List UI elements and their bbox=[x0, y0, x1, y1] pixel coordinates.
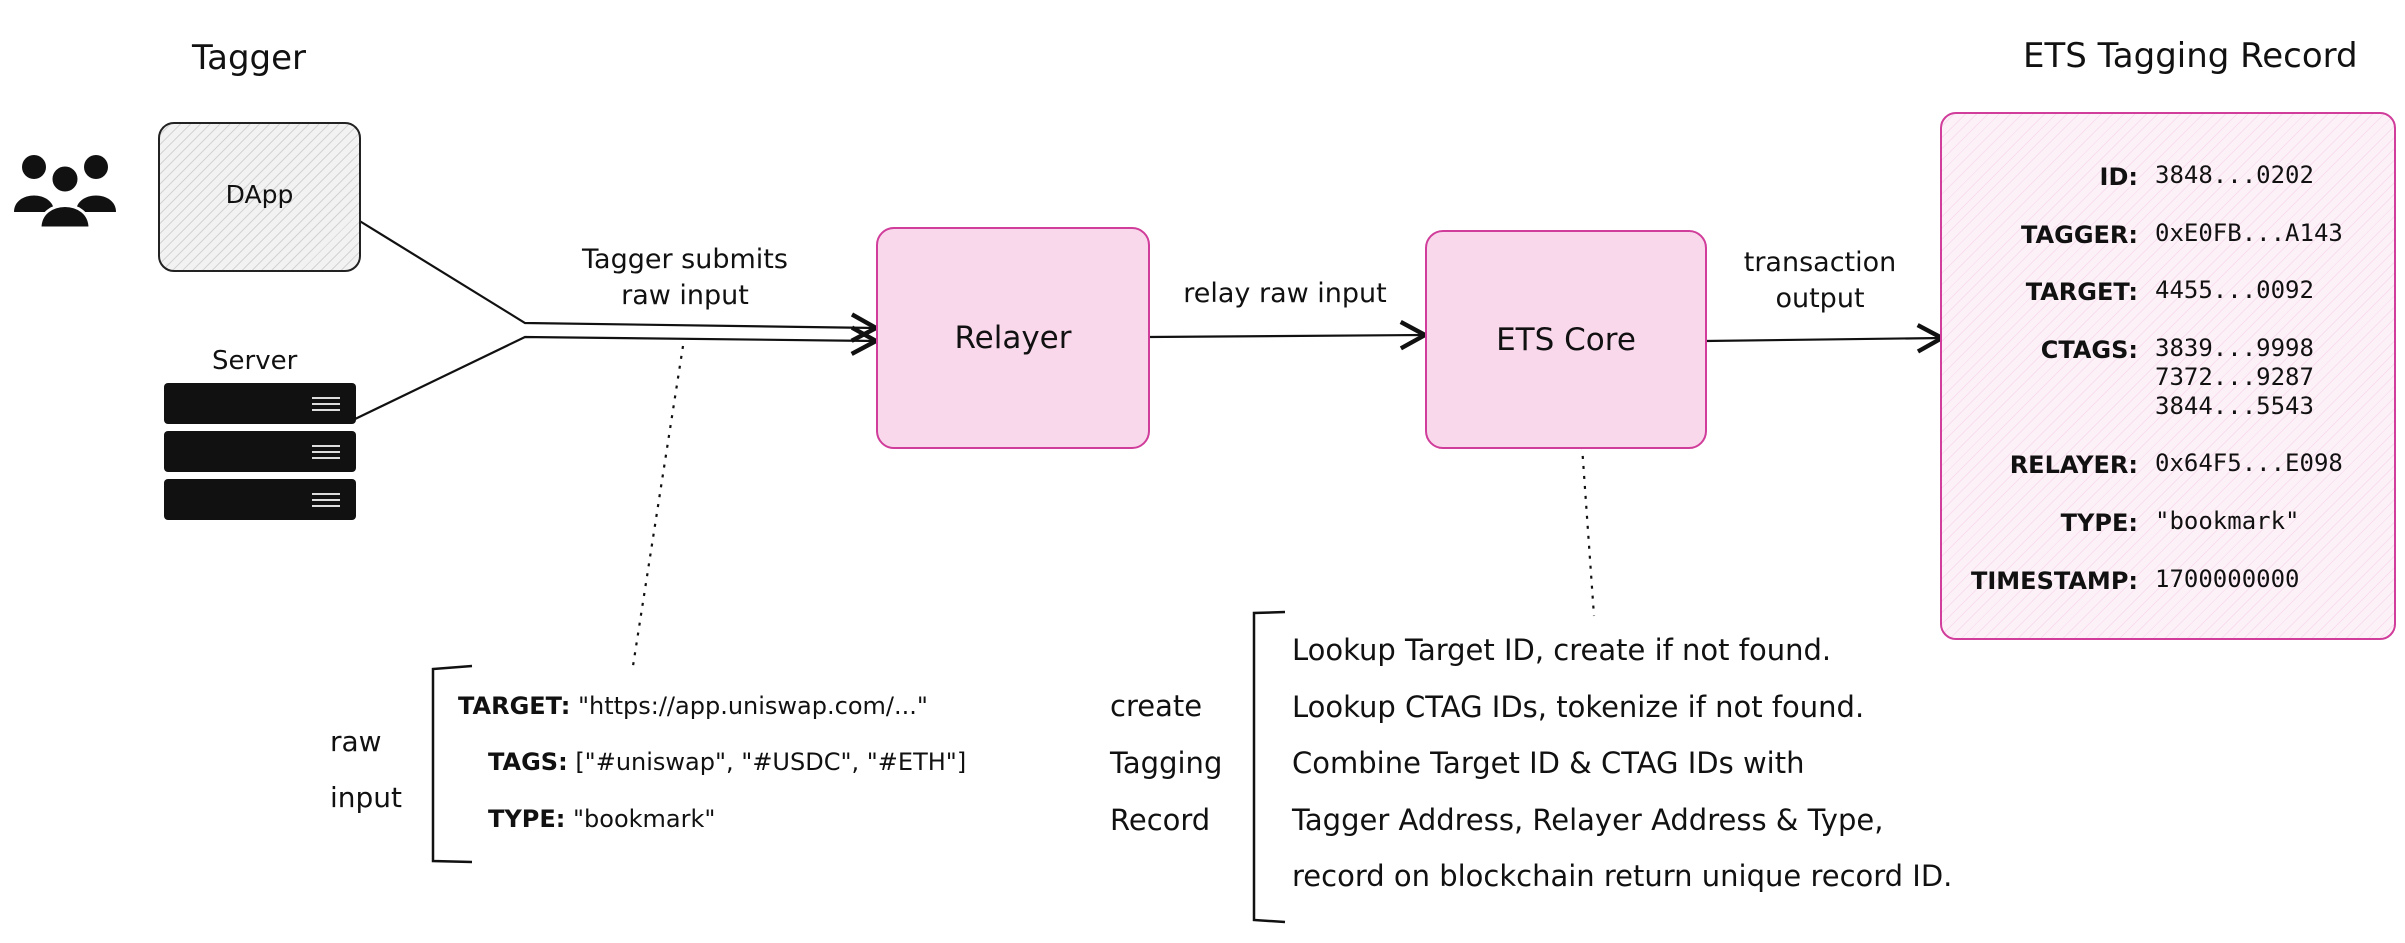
create-record-label-line3: Record bbox=[1110, 803, 1211, 837]
create-record-label-line1: create bbox=[1110, 689, 1203, 723]
raw-input-label: raw input bbox=[330, 714, 402, 826]
record-value-tagger: 0xE0FB...A143 bbox=[2155, 219, 2343, 247]
raw-input-label-line2: input bbox=[330, 781, 403, 814]
record-value-id: 3848...0202 bbox=[2155, 161, 2314, 189]
create-record-step: Lookup CTAG IDs, tokenize if not found. bbox=[1292, 690, 1865, 724]
create-record-label-line2: Tagging bbox=[1110, 746, 1223, 780]
submit-edge-label-line1: Tagger submits bbox=[582, 244, 788, 275]
record-value-target: 4455...0092 bbox=[2155, 276, 2314, 304]
raw-input-bracket bbox=[431, 664, 473, 864]
create-record-label: create Tagging Record bbox=[1110, 678, 1222, 849]
create-record-step: record on blockchain return unique recor… bbox=[1292, 859, 1953, 893]
server-to-relayer-line bbox=[352, 337, 876, 421]
tagging-record-card: ID: 3848...0202 TAGGER: 0xE0FB...A143 TA… bbox=[1940, 112, 2396, 640]
create-record-step: Combine Target ID & CTAG IDs with bbox=[1292, 746, 1805, 780]
raw-input-value: ["#uniswap", "#USDC", "#ETH"] bbox=[575, 748, 967, 776]
raw-input-value: "bookmark" bbox=[572, 805, 716, 833]
relayer-to-core-line bbox=[1147, 335, 1425, 337]
relayer-node: Relayer bbox=[876, 227, 1150, 449]
raw-input-label-line1: raw bbox=[330, 725, 382, 758]
record-value-type: "bookmark" bbox=[2155, 507, 2300, 535]
record-key-target: TARGET: bbox=[2025, 278, 2138, 306]
raw-input-callout bbox=[631, 345, 685, 667]
create-record-step: Tagger Address, Relayer Address & Type, bbox=[1292, 803, 1884, 837]
users-icon bbox=[14, 155, 116, 228]
submit-edge-label: Tagger submits raw input bbox=[560, 242, 810, 314]
submit-edge-label-line2: raw input bbox=[621, 280, 749, 311]
record-key-ctags: CTAGS: bbox=[2040, 336, 2138, 364]
record-key-type: TYPE: bbox=[2060, 509, 2138, 537]
record-heading: ETS Tagging Record bbox=[2023, 36, 2358, 76]
create-record-step: Lookup Target ID, create if not found. bbox=[1292, 633, 1832, 667]
record-key-relayer: RELAYER: bbox=[2009, 451, 2138, 479]
record-key-timestamp: TIMESTAMP: bbox=[1970, 567, 2138, 595]
output-edge-label: transaction output bbox=[1720, 245, 1920, 317]
raw-input-row: TYPE: "bookmark" bbox=[488, 805, 715, 833]
dapp-box: DApp bbox=[158, 122, 361, 272]
record-value-ctags: 3839...9998 7372...9287 3844...5543 bbox=[2155, 334, 2314, 420]
raw-input-key: TARGET: bbox=[458, 692, 571, 720]
ets-core-node: ETS Core bbox=[1425, 230, 1707, 449]
server-unit bbox=[164, 383, 356, 424]
server-label: Server bbox=[212, 346, 298, 376]
raw-input-key: TAGS: bbox=[488, 748, 568, 776]
output-edge-label-line1: transaction bbox=[1743, 247, 1897, 278]
dapp-label: DApp bbox=[225, 180, 294, 209]
raw-input-value: "https://app.uniswap.com/..." bbox=[577, 692, 928, 720]
server-unit bbox=[164, 479, 356, 520]
record-key-tagger: TAGGER: bbox=[2021, 221, 2138, 249]
core-to-record-line bbox=[1704, 338, 1942, 341]
record-value-timestamp: 1700000000 bbox=[2155, 565, 2300, 593]
raw-input-key: TYPE: bbox=[488, 805, 566, 833]
ets-core-label: ETS Core bbox=[1496, 321, 1636, 358]
record-value-relayer: 0x64F5...E098 bbox=[2155, 449, 2343, 477]
tagger-heading: Tagger bbox=[192, 38, 307, 78]
relayer-label: Relayer bbox=[954, 320, 1072, 356]
output-edge-label-line2: output bbox=[1775, 283, 1865, 314]
raw-input-row: TAGS: ["#uniswap", "#USDC", "#ETH"] bbox=[488, 748, 966, 776]
dapp-to-relayer-line bbox=[357, 219, 876, 328]
core-callout bbox=[1580, 445, 1596, 617]
create-record-bracket bbox=[1252, 610, 1286, 924]
server-unit bbox=[164, 431, 356, 472]
raw-input-row: TARGET: "https://app.uniswap.com/..." bbox=[458, 692, 928, 720]
relay-edge-label: relay raw input bbox=[1183, 278, 1387, 309]
record-key-id: ID: bbox=[2099, 163, 2138, 191]
